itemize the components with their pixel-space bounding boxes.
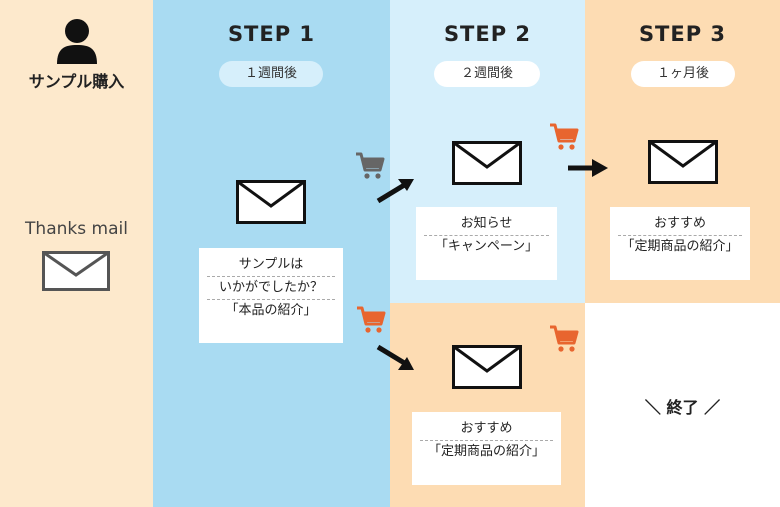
card-line: 「キャンペーン」 [434,239,539,254]
card-line: 「定期商品の紹介」 [427,444,545,459]
step3-timing: １ヶ月後 [631,61,735,87]
purchase-label: サンプル購入 [28,72,125,91]
card-line: おすすめ [618,213,742,236]
envelope-icon [648,140,718,184]
arrow-icon [376,179,414,204]
step1-title: STEP 1 [227,22,316,46]
step2-campaign-card: お知らせ 「キャンペーン」 [416,207,557,280]
step2-recommend-card: おすすめ 「定期商品の紹介」 [412,412,561,485]
cart-orange-icon [550,325,579,352]
end-area [585,303,780,507]
arrow-icon [568,159,608,177]
step2-timing: ２週間後 [434,61,540,87]
card-line: いかがでしたか？ [207,277,335,300]
card-line: おすすめ [420,418,553,441]
card-line: お知らせ [424,213,549,236]
card-line: 「本品の紹介」 [225,303,317,318]
arrow-icon [376,344,414,370]
person-icon [57,19,97,64]
step1-timing: １週間後 [219,61,323,87]
thanks-mail-label: Thanks mail [25,219,128,239]
card-line: 「定期商品の紹介」 [621,239,739,254]
cart-orange-icon [357,306,386,333]
envelope-icon [236,180,306,224]
step3-recommend-card: おすすめ 「定期商品の紹介」 [610,207,750,280]
cart-gray-icon [356,152,385,179]
cart-orange-icon [550,123,579,150]
envelope-icon [452,345,522,389]
end-label: ＼ 終了 ／ [644,398,721,417]
card-line: サンプルは [207,254,335,277]
envelope-icon [452,141,522,185]
step2-title: STEP 2 [443,22,532,46]
step1-message-card: サンプルは いかがでしたか？ 「本品の紹介」 [199,248,343,343]
envelope-icon [42,251,110,291]
step3-title: STEP 3 [638,22,727,46]
